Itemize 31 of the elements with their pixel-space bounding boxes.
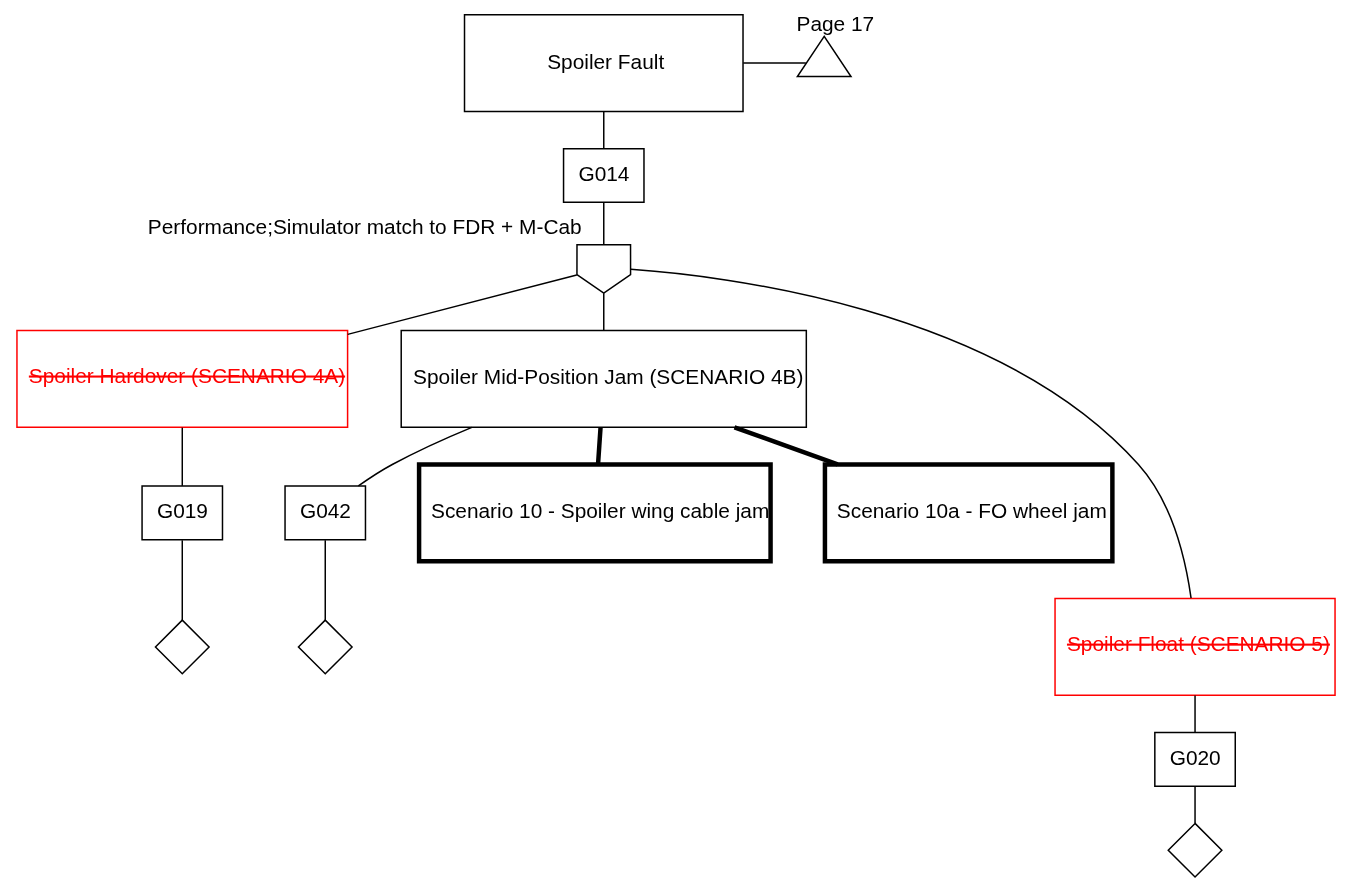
node-triangle (795, 34, 852, 78)
connector (733, 425, 838, 467)
connector (602, 292, 604, 331)
node-box: Spoiler Hardover (SCENARIO 4A) (15, 329, 348, 428)
node-label: Performance;Simulator match to FDR + M-Cab (147, 214, 582, 238)
connector (1193, 694, 1196, 733)
node-gate (575, 243, 631, 295)
node-label: Page 17 (796, 11, 874, 35)
node-box: Spoiler Mid-Position Jam (SCENARIO 4B) (399, 329, 807, 428)
node-box: G019 (140, 485, 223, 541)
connector (324, 539, 326, 621)
node-diamond (296, 619, 353, 675)
node-box: Scenario 10a - FO wheel jam (822, 462, 1115, 564)
node-diamond (153, 619, 210, 675)
connector (602, 110, 604, 149)
node-box: G042 (283, 485, 366, 541)
node-diamond (1166, 822, 1223, 879)
connector (629, 268, 1192, 599)
connector (181, 426, 183, 487)
connector (1193, 785, 1196, 824)
node-box: G020 (1153, 731, 1236, 787)
node-box: Scenario 10 - Spoiler wing cable jam (416, 462, 773, 564)
node-box: Spoiler Fault (463, 13, 744, 113)
connector (357, 426, 473, 487)
connector (181, 539, 183, 621)
connector (742, 62, 807, 64)
connector (595, 427, 603, 465)
connector (346, 274, 577, 336)
connector (602, 201, 604, 246)
node-box: G014 (562, 148, 645, 204)
node-box: Spoiler Float (SCENARIO 5) (1053, 597, 1336, 697)
